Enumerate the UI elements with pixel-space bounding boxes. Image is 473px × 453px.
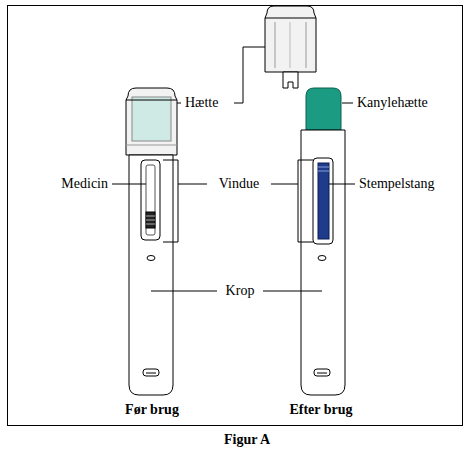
part-label: Hætte <box>185 95 218 110</box>
figure-caption: Figur A <box>224 432 270 447</box>
leader-lines <box>112 47 355 291</box>
part-label: Vindue <box>219 176 259 191</box>
part-label: Medicin <box>61 176 108 191</box>
state-label: Før brug <box>125 402 179 417</box>
state-label: Efter brug <box>289 402 352 417</box>
part-label: Kanylehætte <box>357 95 428 110</box>
pen-before-use <box>126 88 177 395</box>
pen-after-use <box>265 6 345 395</box>
figure-frame <box>8 6 463 426</box>
part-label: Krop <box>226 283 255 298</box>
part-label: Stempelstang <box>359 176 434 191</box>
